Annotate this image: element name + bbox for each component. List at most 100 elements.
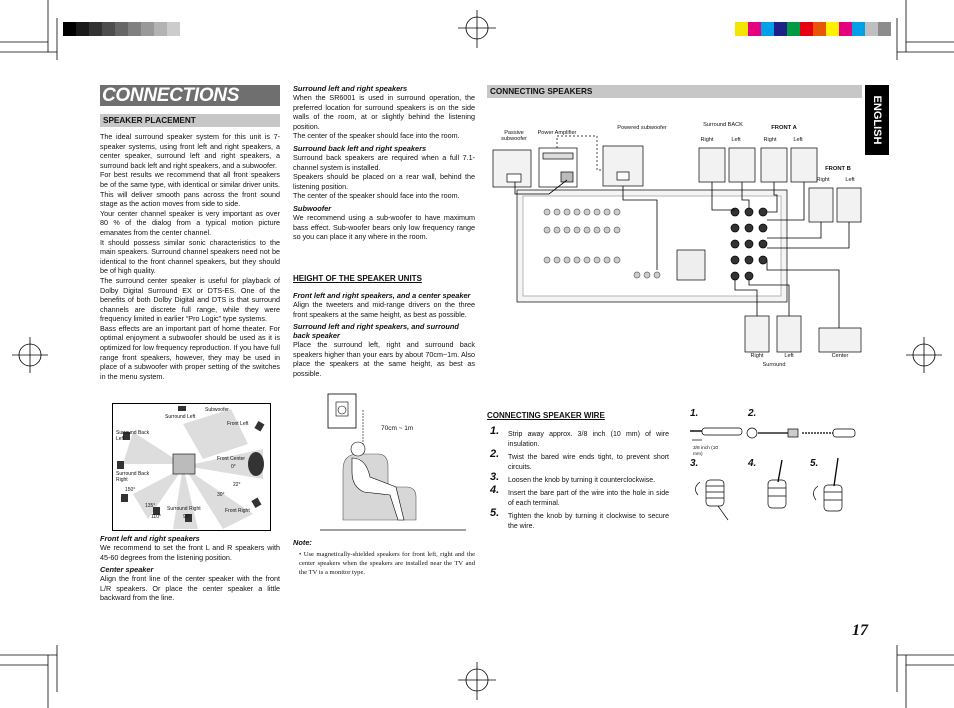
label-angle-150: 150° (125, 487, 136, 493)
label-sur-left: Left (784, 353, 794, 359)
label-sur-right: Right (750, 353, 764, 359)
label-center: Center (831, 353, 849, 359)
height-front-heading: Front left and right speakers, and a cen… (293, 291, 471, 300)
label-surround-right: Surround Right (167, 506, 201, 512)
surround-section: Surround left and right speakers When th… (293, 84, 475, 242)
label-sb-right: Right (700, 137, 714, 143)
color-swatch (813, 22, 826, 36)
color-swatch (826, 22, 839, 36)
paragraph: The surround center speaker is useful fo… (100, 275, 280, 324)
fig-label-4: 4. (748, 458, 757, 469)
connecting-heading: CONNECTING SPEAKERS (490, 87, 593, 96)
step-text: Twist the bared wire ends tight, to prev… (508, 454, 669, 471)
height-section: HEIGHT OF THE SPEAKER UNITS Front left a… (293, 274, 475, 379)
height-front-body: Align the tweeters and mid-range drivers… (293, 300, 475, 319)
color-swatch (865, 22, 878, 36)
front-lr-heading: Front left and right speakers (100, 534, 200, 543)
color-swatch (800, 22, 813, 36)
surround-lr-body: When the SR6001 is used in surround oper… (293, 93, 475, 131)
height-surround-heading: Surround left and right speakers, and su… (293, 322, 459, 341)
strip-label: 3/8 inch (10 mm) (693, 446, 719, 457)
wiring-diagram (492, 135, 862, 353)
label-surround-left: Surround Left (165, 414, 196, 420)
step-text: Loosen the knob by turning it counterclo… (508, 477, 656, 484)
step-number: 1. (490, 425, 500, 437)
grayscale-bar (63, 22, 180, 36)
color-swatch (89, 22, 102, 36)
color-swatch (878, 22, 891, 36)
color-swatch (774, 22, 787, 36)
label-surround-back: Surround BACK (703, 122, 743, 128)
page-number: 17 (852, 622, 868, 639)
fig-label-3: 3. (690, 458, 699, 469)
placement-diagram-graphic (117, 406, 265, 529)
note-section: Note: • Use magnetically-shielded speake… (293, 538, 475, 577)
step-text: Insert the bare part of the wire into th… (508, 490, 669, 507)
step-number: 2. (490, 448, 500, 460)
label-angle-0: 0° (231, 464, 236, 470)
label-angle-135: 135° (145, 503, 156, 509)
color-swatch (128, 22, 141, 36)
surround-back-body3: The center of the speaker should face in… (293, 191, 460, 201)
label-fa-right: Right (763, 137, 777, 143)
color-bar (735, 22, 891, 36)
height-heading: HEIGHT OF THE SPEAKER UNITS (293, 274, 422, 283)
subwoofer-body: We recommend using a sub-woofer to have … (293, 212, 475, 242)
label-surround-back-left: Surround Back Left (116, 430, 150, 442)
label-angle-22: 22° (233, 482, 241, 488)
placement-diagram: Subwoofer Surround Left Front Left Surro… (112, 403, 271, 531)
color-swatch (839, 22, 852, 36)
label-front-left: Front Left (227, 421, 249, 427)
page-title: CONNECTIONS (102, 85, 240, 106)
label-subwoofer: Subwoofer (205, 407, 229, 413)
subwoofer-heading: Subwoofer (293, 203, 332, 213)
surround-lr-heading: Surround left and right speakers (293, 84, 408, 93)
color-swatch (761, 22, 774, 36)
placement-heading: SPEAKER PLACEMENT (103, 116, 196, 125)
surround-lr-body2: The center of the speaker should face in… (293, 131, 460, 141)
label-sb-left: Left (731, 137, 741, 143)
height-illustration (320, 393, 466, 531)
step-number: 4. (490, 484, 500, 496)
label-fb-left: Left (845, 177, 855, 183)
wire-heading: CONNECTING SPEAKER WIRE (487, 411, 605, 420)
note-body: • Use magnetically-shielded speakers for… (299, 551, 475, 576)
color-swatch (852, 22, 865, 36)
step-text: Tighten the knob by turning it clockwise… (508, 513, 669, 530)
color-swatch (141, 22, 154, 36)
label-surround-back-right: Surround Back Right (116, 471, 150, 483)
center-body: Align the front line of the center speak… (100, 574, 280, 603)
label-surround: Surround (762, 362, 786, 368)
step-number: 3. (490, 471, 500, 483)
language-tab: ENGLISH (865, 85, 889, 155)
paragraph: For best results we recommend that all f… (100, 170, 280, 209)
wire-figures (690, 427, 856, 521)
color-swatch (167, 22, 180, 36)
height-surround-body: Place the surround left, right and surro… (293, 340, 475, 378)
label-power-amplifier: Power Amplifier (537, 130, 577, 136)
surround-back-body: Surround back speakers are required when… (293, 152, 475, 172)
front-lr-body: We recommend to set the front L and R sp… (100, 543, 280, 562)
placement-body: The ideal surround speaker system for th… (100, 132, 280, 381)
paragraph: It should possess similar sonic characte… (100, 237, 280, 276)
label-front-b: FRONT B (825, 166, 851, 172)
note-heading: Note: (293, 538, 312, 547)
paragraph: Your center channel speaker is very impo… (100, 208, 280, 237)
color-swatch (76, 22, 89, 36)
placement-heading-bar: SPEAKER PLACEMENT (100, 114, 280, 127)
language-label: ENGLISH (871, 95, 883, 145)
title-banner: CONNECTIONS (100, 85, 280, 106)
label-angle-90: 90° (183, 514, 191, 520)
label-fa-left: Left (793, 137, 803, 143)
center-heading: Center speaker (100, 565, 154, 575)
height-label: 70cm ~ 1m (381, 425, 414, 432)
front-speaker-section: Front left and right speakers We recomme… (100, 534, 280, 603)
label-powered-subwoofer: Powered subwoofer (617, 125, 667, 131)
paragraph: Bass effects are an important part of ho… (100, 323, 280, 381)
label-angle-110: 110° (151, 514, 161, 520)
label-front-right: Front Right (225, 508, 250, 514)
step-number: 5. (490, 507, 500, 519)
color-swatch (748, 22, 761, 36)
connecting-heading-bar: CONNECTING SPEAKERS (487, 85, 862, 98)
